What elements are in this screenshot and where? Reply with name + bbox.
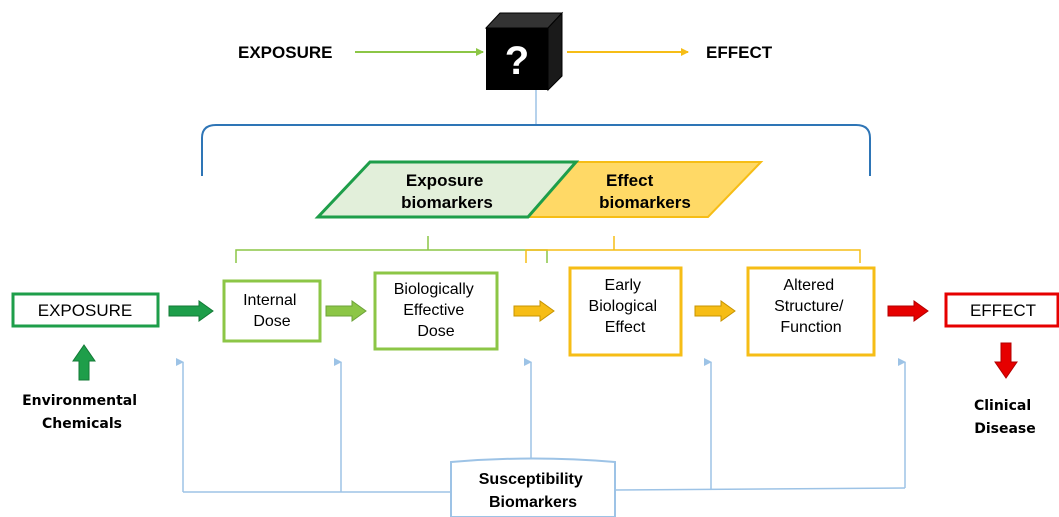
effective-dose-box bbox=[373, 271, 499, 351]
effective-dose-line1: Biologically bbox=[394, 281, 474, 298]
block-arrow-icon bbox=[694, 300, 736, 322]
effect-box-label: EFFECT bbox=[970, 301, 1036, 320]
altered-structure-line3: Function bbox=[780, 319, 841, 336]
svg-text:Clinical Disease: Clinical Disease bbox=[974, 398, 1036, 437]
effect-biomarkers-line1: Effect bbox=[606, 171, 654, 190]
block-arrow-icon bbox=[168, 300, 214, 322]
svg-text:Susceptibility Biomarkers: Susceptibility Biomarkers bbox=[479, 471, 587, 511]
exposure-box-label: EXPOSURE bbox=[38, 301, 132, 320]
effective-dose-line3: Dose bbox=[417, 323, 454, 340]
early-effect-line1: Early bbox=[605, 277, 641, 294]
top-blue-bracket bbox=[201, 124, 871, 176]
cube-icon: ? bbox=[484, 11, 564, 92]
down-block-arrow-icon bbox=[994, 342, 1018, 379]
svg-text:Exposure biomarkers: Exposure biomarkers bbox=[401, 171, 493, 212]
svg-text:Biologically Effective: Biologically Effective Dose bbox=[394, 281, 479, 340]
early-effect-line2: Biological bbox=[589, 298, 657, 315]
exposure-biomarkers-line2: biomarkers bbox=[401, 193, 493, 212]
top-exposure-label: EXPOSURE bbox=[238, 43, 332, 62]
svg-text:Environmental Chemicals: Environmental Chemicals bbox=[22, 393, 142, 432]
early-effect-box bbox=[568, 266, 683, 357]
environmental-line1: Environmental bbox=[22, 393, 137, 409]
question-mark: ? bbox=[505, 39, 529, 83]
internal-dose-line1: Internal bbox=[243, 292, 296, 309]
green-bracket bbox=[235, 236, 548, 263]
exposure-box bbox=[11, 292, 160, 328]
exposure-biomarkers-line1: Exposure bbox=[406, 171, 483, 190]
yellow-bracket bbox=[525, 236, 861, 263]
effect-biomarkers-line2: biomarkers bbox=[599, 193, 691, 212]
svg-text:Effect biomarkers: Effect biomarkers bbox=[599, 171, 691, 212]
altered-structure-box bbox=[746, 266, 876, 357]
altered-structure-line1: Altered bbox=[783, 277, 834, 294]
internal-dose-line2: Dose bbox=[253, 313, 290, 330]
susceptibility-line2: Biomarkers bbox=[489, 494, 577, 511]
block-arrow-icon bbox=[887, 300, 929, 322]
internal-dose-box bbox=[222, 279, 322, 343]
top-effect-label: EFFECT bbox=[706, 43, 773, 62]
block-arrow-icon bbox=[325, 300, 367, 322]
altered-structure-line2: Structure/ bbox=[774, 298, 844, 315]
clinical-line1: Clinical bbox=[974, 398, 1031, 414]
svg-text:Internal Dose: Internal Dose bbox=[243, 292, 301, 330]
svg-text:Early Biological Effec: Early Biological Effect bbox=[589, 277, 662, 336]
up-block-arrow-icon bbox=[72, 344, 96, 381]
svg-text:Altered Structure/ Fun: Altered Structure/ Function bbox=[774, 277, 848, 336]
clinical-line2: Disease bbox=[974, 421, 1036, 437]
block-arrow-icon bbox=[513, 300, 555, 322]
susceptibility-line1: Susceptibility bbox=[479, 471, 583, 488]
environmental-line2: Chemicals bbox=[42, 416, 122, 432]
susceptibility-connectors bbox=[176, 358, 906, 493]
exposure-biomarkers-shape bbox=[314, 160, 580, 219]
susceptibility-banner bbox=[450, 457, 616, 517]
effective-dose-line2: Effective bbox=[403, 302, 464, 319]
effect-box bbox=[944, 292, 1059, 328]
early-effect-line3: Effect bbox=[605, 319, 646, 336]
